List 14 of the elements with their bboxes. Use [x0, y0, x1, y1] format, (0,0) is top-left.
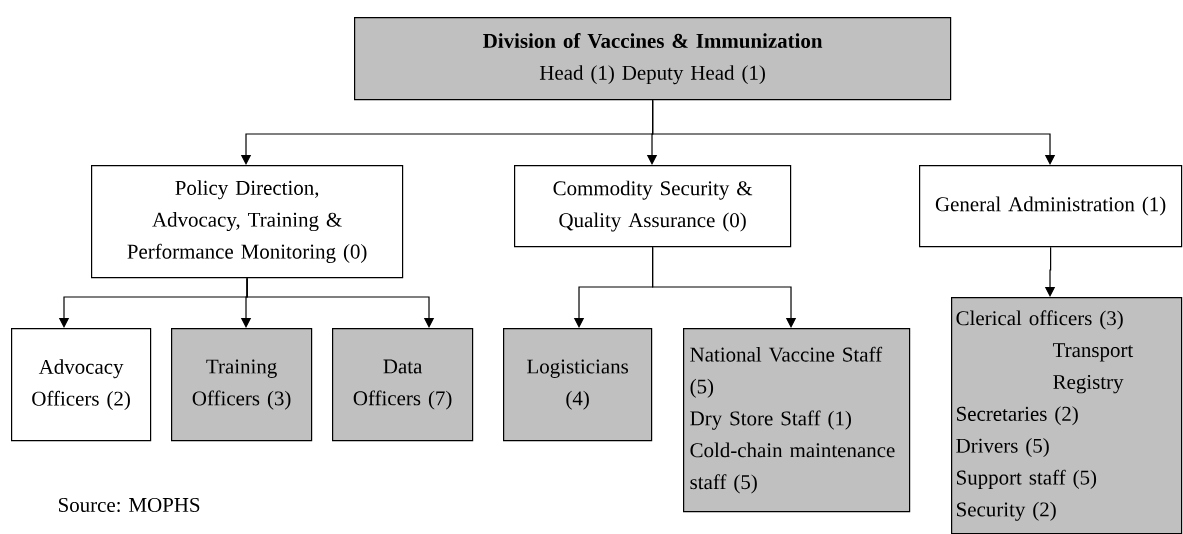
org-box: Commodity Security & Quality Assurance (0)	[514, 165, 792, 248]
org-box: Data Officers (7)	[332, 328, 474, 442]
source-note: Source: MOPHS	[59, 497, 200, 513]
org-box: Clerical officers (3) Transport Registry Secretaries (2) Drivers (5) Support staff (5) Security (2)	[951, 297, 1183, 534]
arrow	[246, 277, 435, 328]
org-box: General Administration (1)	[919, 165, 1183, 248]
org-box: National Vaccine Staff (5) Dry Store Staff (1) Cold-chain maintenance staff (5)	[683, 328, 911, 513]
org-box: Advocacy Officers (2)	[11, 328, 152, 442]
arrow	[652, 246, 797, 328]
org-box: Training Officers (3)	[171, 328, 313, 442]
arrow	[652, 99, 1056, 165]
org-box: Logisticians (4)	[503, 328, 653, 442]
org-box: Division of Vaccines & Immunization Head (1) Deputy Head (1)	[354, 17, 952, 101]
org-box: Policy Direction, Advocacy, Training & Performance Monitoring (0)	[91, 165, 404, 279]
